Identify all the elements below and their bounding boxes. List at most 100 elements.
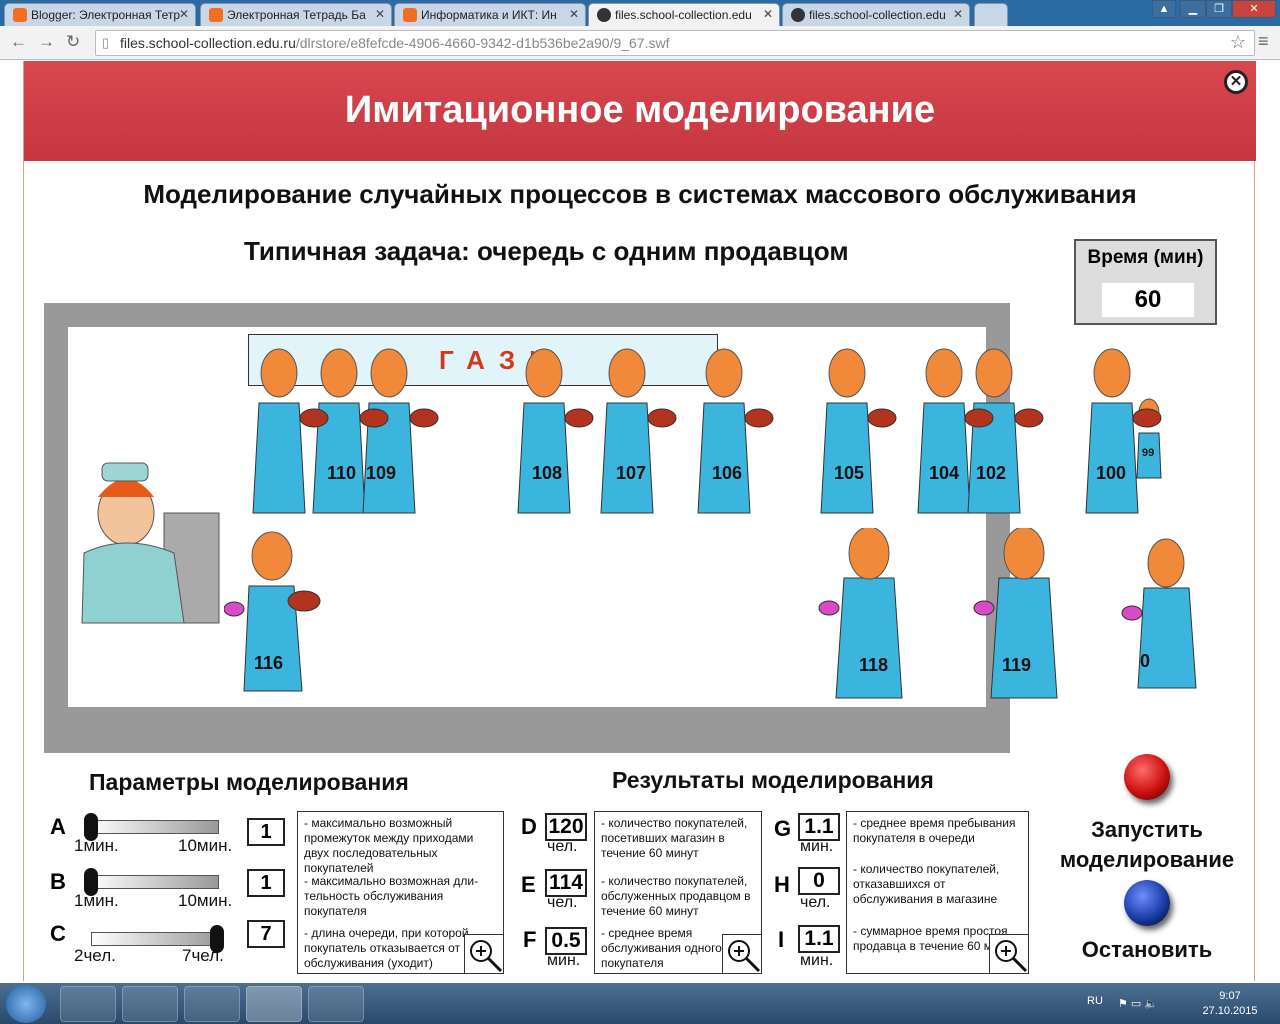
param-value: 1 — [247, 869, 285, 897]
result-value: 114 — [545, 869, 587, 897]
restore-icon[interactable]: ❐ — [1206, 0, 1232, 18]
slider-min-label: 1мин. — [74, 891, 119, 910]
stop-label[interactable]: Остановить — [1081, 937, 1213, 962]
forward-icon[interactable]: → — [38, 32, 55, 51]
clock-date: 27.10.2015 — [1202, 1005, 1258, 1017]
minimize-icon[interactable]: ▁ — [1180, 0, 1206, 18]
browser-tab-bar: Blogger: Электронная Тетр ✕ Электронная … — [0, 0, 1280, 26]
slider-handle[interactable] — [210, 925, 224, 953]
result-unit: чел. — [547, 838, 578, 855]
title-banner: Имитационное моделирование ✕ — [24, 61, 1256, 161]
leaving-figures — [818, 528, 1197, 699]
zoom-button[interactable] — [464, 934, 504, 974]
new-tab-button[interactable] — [974, 3, 1008, 26]
result-unit: чел. — [547, 894, 578, 911]
url-path: /dlrstore/e8fefcde-4906-4660-9342-d1b536… — [295, 35, 670, 51]
slider-handle[interactable] — [84, 868, 98, 896]
stop-button[interactable] — [1124, 880, 1170, 926]
clock[interactable]: 9:07 27.10.2015 — [1195, 989, 1265, 1019]
shop-floor — [68, 327, 986, 707]
address-bar[interactable]: ▯ files.school-collection.edu.ru/dlrstor… — [95, 30, 1255, 56]
media-player-icon[interactable] — [184, 986, 240, 1022]
param-b-slider[interactable] — [84, 868, 219, 896]
param-c-slider[interactable] — [91, 925, 224, 953]
customer-number: 116 — [254, 653, 284, 673]
url-host: files.school-collection.edu.ru — [120, 35, 296, 51]
reload-icon[interactable]: ↻ — [66, 32, 81, 51]
tray-icons[interactable]: ⚑ ▭ 🔈 — [1118, 998, 1159, 1010]
profile-icon[interactable]: ▲ — [1152, 0, 1176, 18]
page-icon: ▯ — [102, 35, 110, 50]
result-value: 0.5 — [545, 927, 587, 955]
simulation-app: Имитационное моделирование ✕ Моделирован… — [23, 61, 1256, 981]
back-icon[interactable]: ← — [10, 32, 27, 51]
internet-explorer-icon[interactable] — [60, 986, 116, 1022]
param-description: - длина очереди, при которой покупатель … — [304, 926, 469, 970]
browser-tab[interactable]: Blogger: Электронная Тетр ✕ — [4, 3, 196, 26]
bookmark-star-icon[interactable]: ☆ — [1229, 32, 1246, 52]
result-value: 1.1 — [798, 813, 840, 841]
customer-number: 118 — [859, 655, 889, 675]
file-explorer-icon[interactable] — [122, 986, 178, 1022]
customer-number: 108 — [532, 463, 563, 483]
window-close-icon[interactable]: ✕ — [1232, 0, 1276, 18]
browser-tab[interactable]: Информатика и ИКТ: Ин ✕ — [394, 3, 586, 26]
customer-number: 102 — [976, 463, 1007, 483]
result-letter: G — [774, 816, 792, 841]
page-icon — [597, 8, 611, 22]
param-a-slider[interactable] — [84, 813, 219, 841]
customer-number: 99 — [1142, 447, 1155, 459]
results-description-box: - количество покупателей, посетивших маг… — [594, 811, 762, 974]
customer-number: 0 — [1140, 651, 1151, 671]
slider-handle[interactable] — [84, 813, 98, 841]
result-description: - среднее время обслуживания одного поку… — [601, 926, 722, 970]
start-label[interactable]: Запустить моделирование — [1059, 817, 1235, 872]
slider-max-label: 10мин. — [178, 891, 233, 910]
page-title: Имитационное моделирование — [344, 89, 936, 131]
menu-icon[interactable]: ≡ — [1258, 31, 1269, 51]
tab-label: files.school-collection.edu — [809, 8, 946, 22]
language-indicator[interactable]: RU — [1087, 995, 1103, 1007]
slider-min-label: 2чел. — [74, 946, 116, 965]
zoom-button[interactable] — [722, 934, 762, 974]
customer-number: 106 — [712, 463, 743, 483]
result-value: 1.1 — [798, 925, 840, 953]
tab-close-icon[interactable]: ✕ — [952, 7, 963, 21]
result-description: - количество покупателей, посетивших маг… — [601, 816, 748, 860]
param-description: - максимально возможный промежуток между… — [304, 816, 474, 875]
clock-time: 9:07 — [1219, 990, 1241, 1002]
result-letter: I — [778, 927, 785, 952]
param-letter: C — [50, 921, 66, 946]
tab-close-icon[interactable]: ✕ — [568, 7, 579, 21]
page-icon — [791, 8, 805, 22]
tab-close-icon[interactable]: ✕ — [374, 7, 385, 21]
paint-icon[interactable] — [308, 986, 364, 1022]
subheading: Типичная задача: очередь с одним продавц… — [244, 236, 849, 266]
start-button[interactable] — [1124, 754, 1170, 800]
browser-tab-active[interactable]: files.school-collection.edu ✕ — [588, 3, 780, 26]
customer-number: 119 — [1002, 655, 1032, 675]
browser-tab[interactable]: Электронная Тетрадь Ба ✕ — [200, 3, 392, 26]
slider-min-label: 1мин. — [74, 836, 119, 855]
close-icon[interactable]: ✕ — [1224, 70, 1248, 94]
time-display: Время (мин) 60 — [1074, 239, 1217, 325]
windows-taskbar: RU ⚑ ▭ 🔈 9:07 27.10.2015 — [0, 983, 1280, 1024]
start-orb-icon[interactable] — [6, 985, 46, 1023]
customer-number: 109 — [366, 463, 397, 483]
slider-max-label: 10мин. — [178, 836, 233, 855]
tab-close-icon[interactable]: ✕ — [178, 7, 189, 21]
customer-number: 105 — [834, 463, 865, 483]
results-description-box: - среднее время пребывания покупателя в … — [846, 811, 1029, 974]
chrome-icon[interactable] — [246, 986, 302, 1022]
result-description: - среднее время пребывания покупателя в … — [853, 816, 1016, 845]
result-description: - суммарное время простоя продавца в теч… — [853, 924, 1017, 953]
browser-tab[interactable]: files.school-collection.edu ✕ — [782, 3, 970, 26]
tab-close-icon[interactable]: ✕ — [762, 7, 773, 21]
customer-number: 107 — [616, 463, 647, 483]
param-letter: A — [50, 814, 66, 839]
customer-number: 100 — [1096, 463, 1127, 483]
shop-scene: ГАЗИ 116 — [44, 303, 1197, 753]
tab-label: Blogger: Электронная Тетр — [31, 8, 181, 22]
zoom-button[interactable] — [989, 934, 1029, 974]
param-description: - максимально возможная дли-тельность об… — [304, 874, 479, 918]
